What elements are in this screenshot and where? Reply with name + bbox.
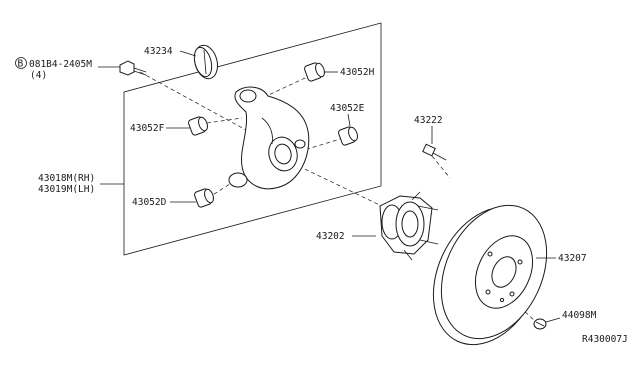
- bolt-label: 081B4-2405M: [29, 59, 92, 70]
- knuckle-assembly-panel: [123, 22, 382, 256]
- bushing-h-part: [304, 62, 325, 82]
- bushing-d-part: [194, 188, 214, 208]
- bushing-f-label: 43052F: [130, 123, 165, 134]
- bolt-part: [119, 60, 147, 76]
- bushing-d-label: 43052D: [132, 197, 167, 208]
- cap-part: [193, 44, 219, 80]
- screw-part: [533, 318, 547, 330]
- knuckle-lh-label: 43019M(LH): [38, 184, 95, 195]
- stud-label: 43222: [414, 115, 443, 126]
- rotor-part: [432, 204, 548, 346]
- bushing-e-part: [338, 126, 358, 146]
- stud-part: [422, 143, 447, 161]
- bushing-e-label: 43052E: [330, 103, 365, 114]
- leader-lines: [98, 50, 561, 323]
- hub-label: 43202: [316, 231, 345, 242]
- knuckle-rh-label: 43018M(RH): [38, 173, 95, 184]
- cap-label: 43234: [144, 46, 173, 57]
- bolt-circle-letter: B: [18, 59, 24, 70]
- bushing-h-label: 43052H: [340, 67, 375, 78]
- bolt-qty-label: (4): [30, 70, 47, 81]
- bolt-circle-marker: [15, 57, 27, 69]
- knuckle-part: [228, 86, 310, 190]
- hub-part: [379, 191, 439, 261]
- bushing-f-part: [188, 116, 208, 136]
- rotor-label: 43207: [558, 253, 587, 264]
- screw-label: 44098M: [562, 310, 597, 321]
- reference-code: R430007J: [582, 334, 628, 345]
